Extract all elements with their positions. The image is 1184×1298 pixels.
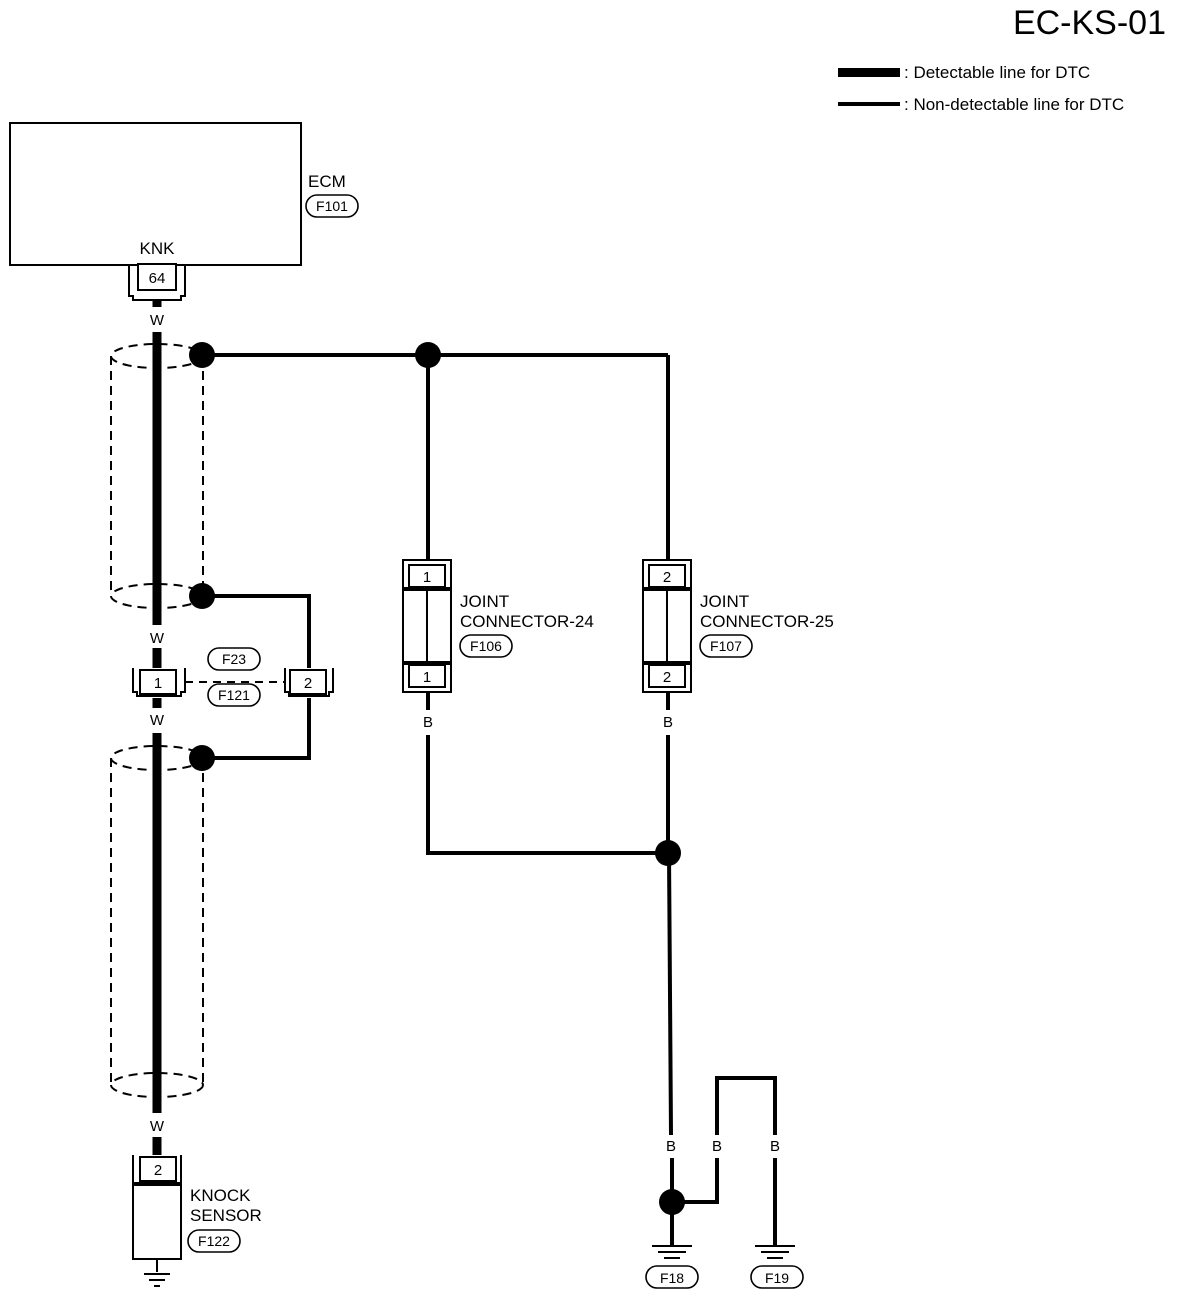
inline-connector: 1 2 F23 F121 [132, 647, 334, 707]
knock-sensor-label-line2: SENSOR [190, 1206, 262, 1225]
legend-detectable-text: : Detectable line for DTC [904, 63, 1090, 82]
legend-detectable-swatch [838, 68, 900, 77]
inline-pin-left: 1 [154, 675, 162, 692]
wire-color-b-jc24: B [423, 714, 433, 731]
jc24-label-line2: CONNECTOR-24 [460, 612, 594, 631]
wire-color-w-mid-lower: W [150, 712, 165, 729]
splice-dot [189, 342, 215, 368]
detectable-wire-w: W W W W [150, 300, 165, 1155]
jc25-pin-top: 2 [663, 569, 671, 586]
jc25-label-line1: JOINT [700, 592, 749, 611]
joint-connector-25: 2 2 JOINT CONNECTOR-25 F107 [642, 559, 834, 693]
wire-color-b-ground-2: B [712, 1138, 722, 1155]
jc25-pin-bottom: 2 [663, 669, 671, 686]
wire-color-w-mid-upper: W [150, 630, 165, 647]
ground-symbol-f18 [652, 1245, 692, 1259]
splice-dot [189, 745, 215, 771]
ecm-terminal-label: KNK [140, 239, 176, 258]
ground-f18-id: F18 [660, 1270, 684, 1286]
inline-pin-right-box [289, 669, 327, 695]
jc25-label-line2: CONNECTOR-25 [700, 612, 834, 631]
ecm-connector-id: F101 [316, 198, 348, 214]
shield-ground-wiring [202, 353, 670, 760]
splice-dot [189, 583, 215, 609]
page-title: EC-KS-01 [1013, 4, 1166, 42]
splice-dot [415, 342, 441, 368]
legend-non-detectable-swatch [838, 102, 900, 106]
jc24-connector-id: F106 [470, 638, 502, 654]
knock-sensor-connector-id: F122 [198, 1233, 230, 1249]
ecm-label: ECM [308, 172, 346, 191]
jc25-connector-id: F107 [710, 638, 742, 654]
ecm: ECM F101 KNK 64 [9, 122, 359, 301]
joint-connector-24: 1 1 JOINT CONNECTOR-24 F106 [402, 559, 594, 693]
ground-wiring-b: B B B B B [423, 692, 780, 1245]
ecm-terminal-pin: 64 [149, 270, 166, 287]
inline-pin-left-box [139, 669, 177, 695]
inline-connector-bottom-id: F121 [218, 687, 250, 703]
ground-symbol-f19 [755, 1245, 795, 1259]
wire-color-b-jc25: B [663, 714, 673, 731]
jc24-pin-bottom: 1 [423, 669, 431, 686]
wire-color-w-top: W [150, 312, 165, 329]
splice-points [189, 342, 685, 1215]
knock-sensor-ground-icon [144, 1273, 170, 1287]
knock-sensor-pin: 2 [154, 1162, 162, 1179]
ecm-terminal-pin-box [137, 263, 177, 291]
ecm-connector-oval [305, 194, 359, 218]
wire-color-b-ground-3: B [770, 1138, 780, 1155]
knock-sensor-label-line1: KNOCK [190, 1186, 251, 1205]
inline-connector-top-id: F23 [222, 651, 246, 667]
wire-color-b-ground-1: B [666, 1138, 676, 1155]
knock-sensor-body [132, 1184, 182, 1260]
knock-sensor: 2 KNOCK SENSOR F122 [132, 1155, 262, 1287]
jc24-label-line1: JOINT [460, 592, 509, 611]
legend-non-detectable-text: : Non-detectable line for DTC [904, 95, 1124, 114]
inline-pin-right: 2 [304, 675, 312, 692]
jc24-pin-top: 1 [423, 569, 431, 586]
legend: : Detectable line for DTC : Non-detectab… [838, 63, 1124, 114]
ground-f19-id: F19 [765, 1270, 789, 1286]
wire-color-w-bottom: W [150, 1118, 165, 1135]
